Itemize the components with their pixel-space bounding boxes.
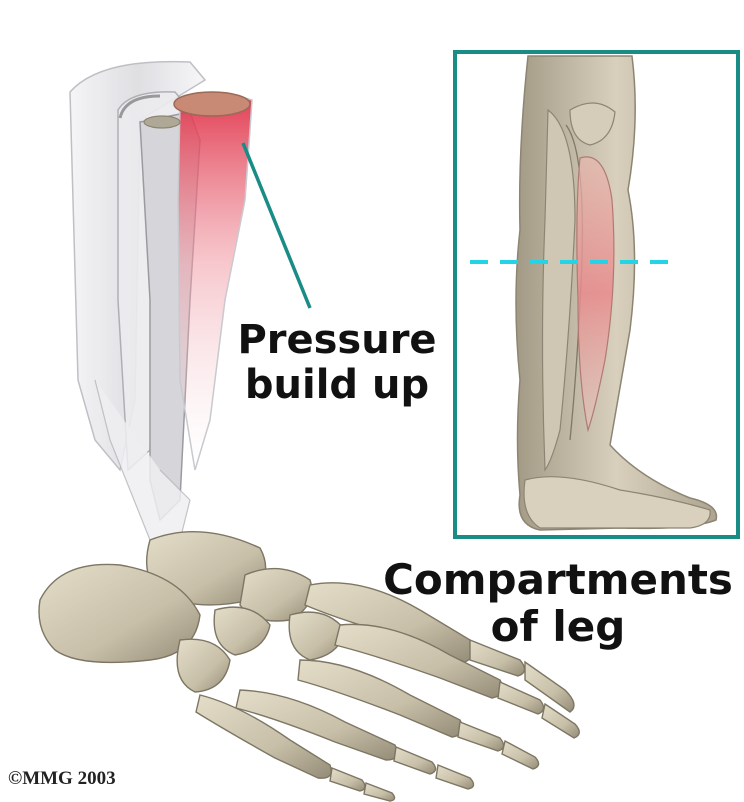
leg-compartments-inset <box>455 52 738 537</box>
anterior-compartment-red <box>178 95 252 470</box>
copyright-notice: ©MMG 2003 <box>8 768 116 790</box>
pressure-label-line-2: build up <box>232 363 442 408</box>
bone-cap-top <box>144 116 180 128</box>
pressure-pointer-line <box>243 143 310 308</box>
compartments-of-leg-label: Compartments of leg <box>378 556 738 650</box>
compartment-cap-top <box>174 92 250 116</box>
compartments-label-line-1: Compartments <box>378 556 738 603</box>
leg-compartment-cutaway <box>70 62 252 560</box>
compartments-label-line-2: of leg <box>378 603 738 650</box>
pressure-label-line-1: Pressure <box>232 318 442 363</box>
pressure-build-up-label: Pressure build up <box>232 318 442 408</box>
